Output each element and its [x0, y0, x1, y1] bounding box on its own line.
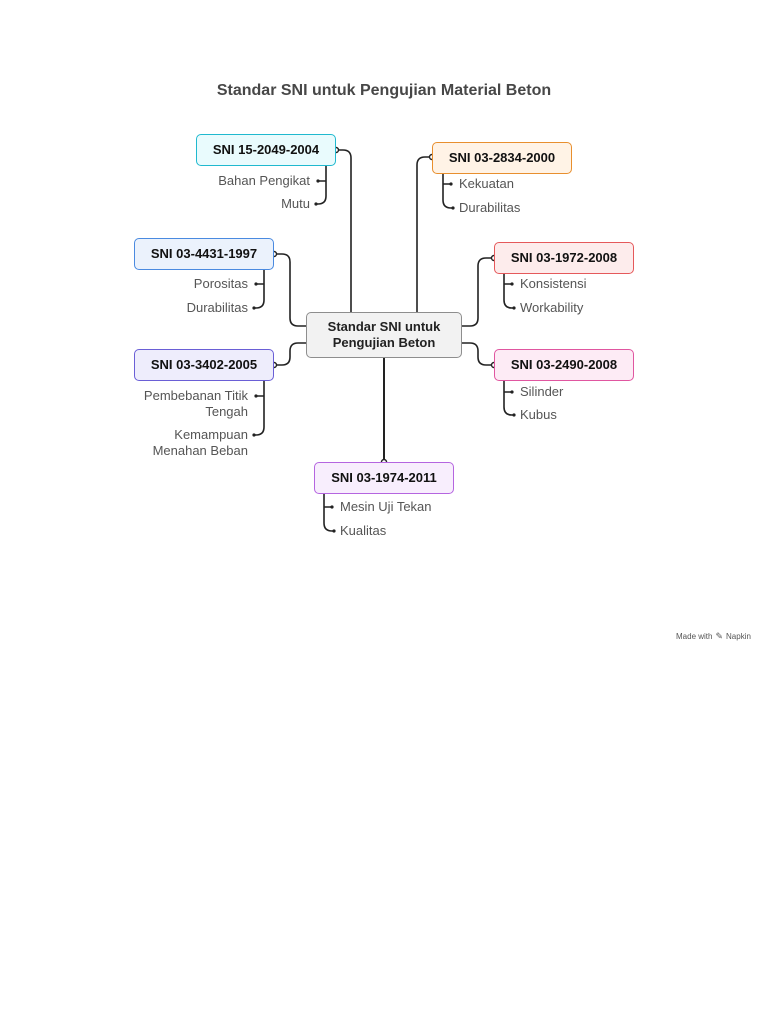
connector-sni-15-2049-2004	[335, 149, 352, 313]
leaf-bahan-pengikat: Bahan Pengikat	[218, 173, 310, 188]
diagram-title: Standar SNI untuk Pengujian Material Bet…	[216, 82, 552, 99]
node-sni-03-1974-2011: SNI 03-1974-2011	[314, 462, 454, 494]
leaf-mutu: Mutu	[281, 196, 310, 211]
bracket-sni-03-4431-1997	[253, 269, 265, 309]
napkin-watermark: Made with ✎ Napkin	[676, 631, 751, 642]
connector-sni-03-2834-2000	[416, 156, 433, 313]
bracket-sni-03-1972-2008	[503, 273, 515, 309]
node-label: SNI 03-3402-2005	[150, 357, 258, 372]
connector-sni-03-1972-2008	[461, 257, 495, 327]
leaf-durabilitas-2834: Durabilitas	[459, 200, 521, 215]
connector-sni-03-3402-2005	[273, 342, 307, 366]
leaf-pembebanan-titik-tengah: Pembebanan Titik Tengah	[143, 388, 248, 419]
leaf-silinder: Silinder	[520, 384, 564, 399]
leaf-durabilitas-4431: Durabilitas	[186, 300, 248, 315]
bracket-sni-03-2834-2000	[442, 172, 454, 209]
node-label: SNI 03-4431-1997	[150, 246, 258, 261]
node-sni-03-4431-1997: SNI 03-4431-1997	[134, 238, 274, 270]
watermark-prefix: Made with	[676, 632, 713, 641]
node-sni-03-2490-2008: SNI 03-2490-2008	[494, 349, 634, 381]
node-label: SNI 03-1972-2008	[510, 250, 618, 265]
leaf-kekuatan: Kekuatan	[459, 176, 514, 191]
leaf-workability: Workability	[520, 300, 584, 315]
leaf-kubus: Kubus	[520, 407, 557, 422]
bracket-sni-03-3402-2005	[253, 380, 265, 436]
node-label: SNI 03-2834-2000	[448, 150, 556, 165]
center-node: Standar SNI untuk Pengujian Beton	[306, 312, 462, 358]
napkin-logo-icon: ✎	[715, 631, 724, 641]
connector-sni-03-4431-1997	[273, 253, 307, 327]
node-sni-03-2834-2000: SNI 03-2834-2000	[432, 142, 572, 174]
leaf-kemampuan-menahan-beban: Kemampuan Menahan Beban	[152, 427, 248, 458]
bracket-sni-15-2049-2004	[315, 165, 327, 205]
leaf-konsistensi: Konsistensi	[520, 276, 587, 291]
node-label: SNI 03-2490-2008	[510, 357, 618, 372]
watermark-brand: Napkin	[726, 632, 751, 641]
leaf-porositas: Porositas	[193, 276, 248, 291]
bracket-sni-03-1974-2011	[323, 492, 335, 532]
node-sni-03-3402-2005: SNI 03-3402-2005	[134, 349, 274, 381]
bracket-sni-03-2490-2008	[503, 380, 515, 416]
node-sni-15-2049-2004: SNI 15-2049-2004	[196, 134, 336, 166]
leaf-mesin-uji-tekan: Mesin Uji Tekan	[340, 499, 432, 514]
node-label: SNI 03-1974-2011	[331, 470, 437, 485]
center-node-label: Standar SNI untuk Pengujian Beton	[327, 319, 441, 350]
leaf-kualitas: Kualitas	[340, 523, 387, 538]
node-sni-03-1972-2008: SNI 03-1972-2008	[494, 242, 634, 274]
node-label: SNI 15-2049-2004	[212, 142, 320, 157]
connector-sni-03-2490-2008	[461, 342, 495, 366]
